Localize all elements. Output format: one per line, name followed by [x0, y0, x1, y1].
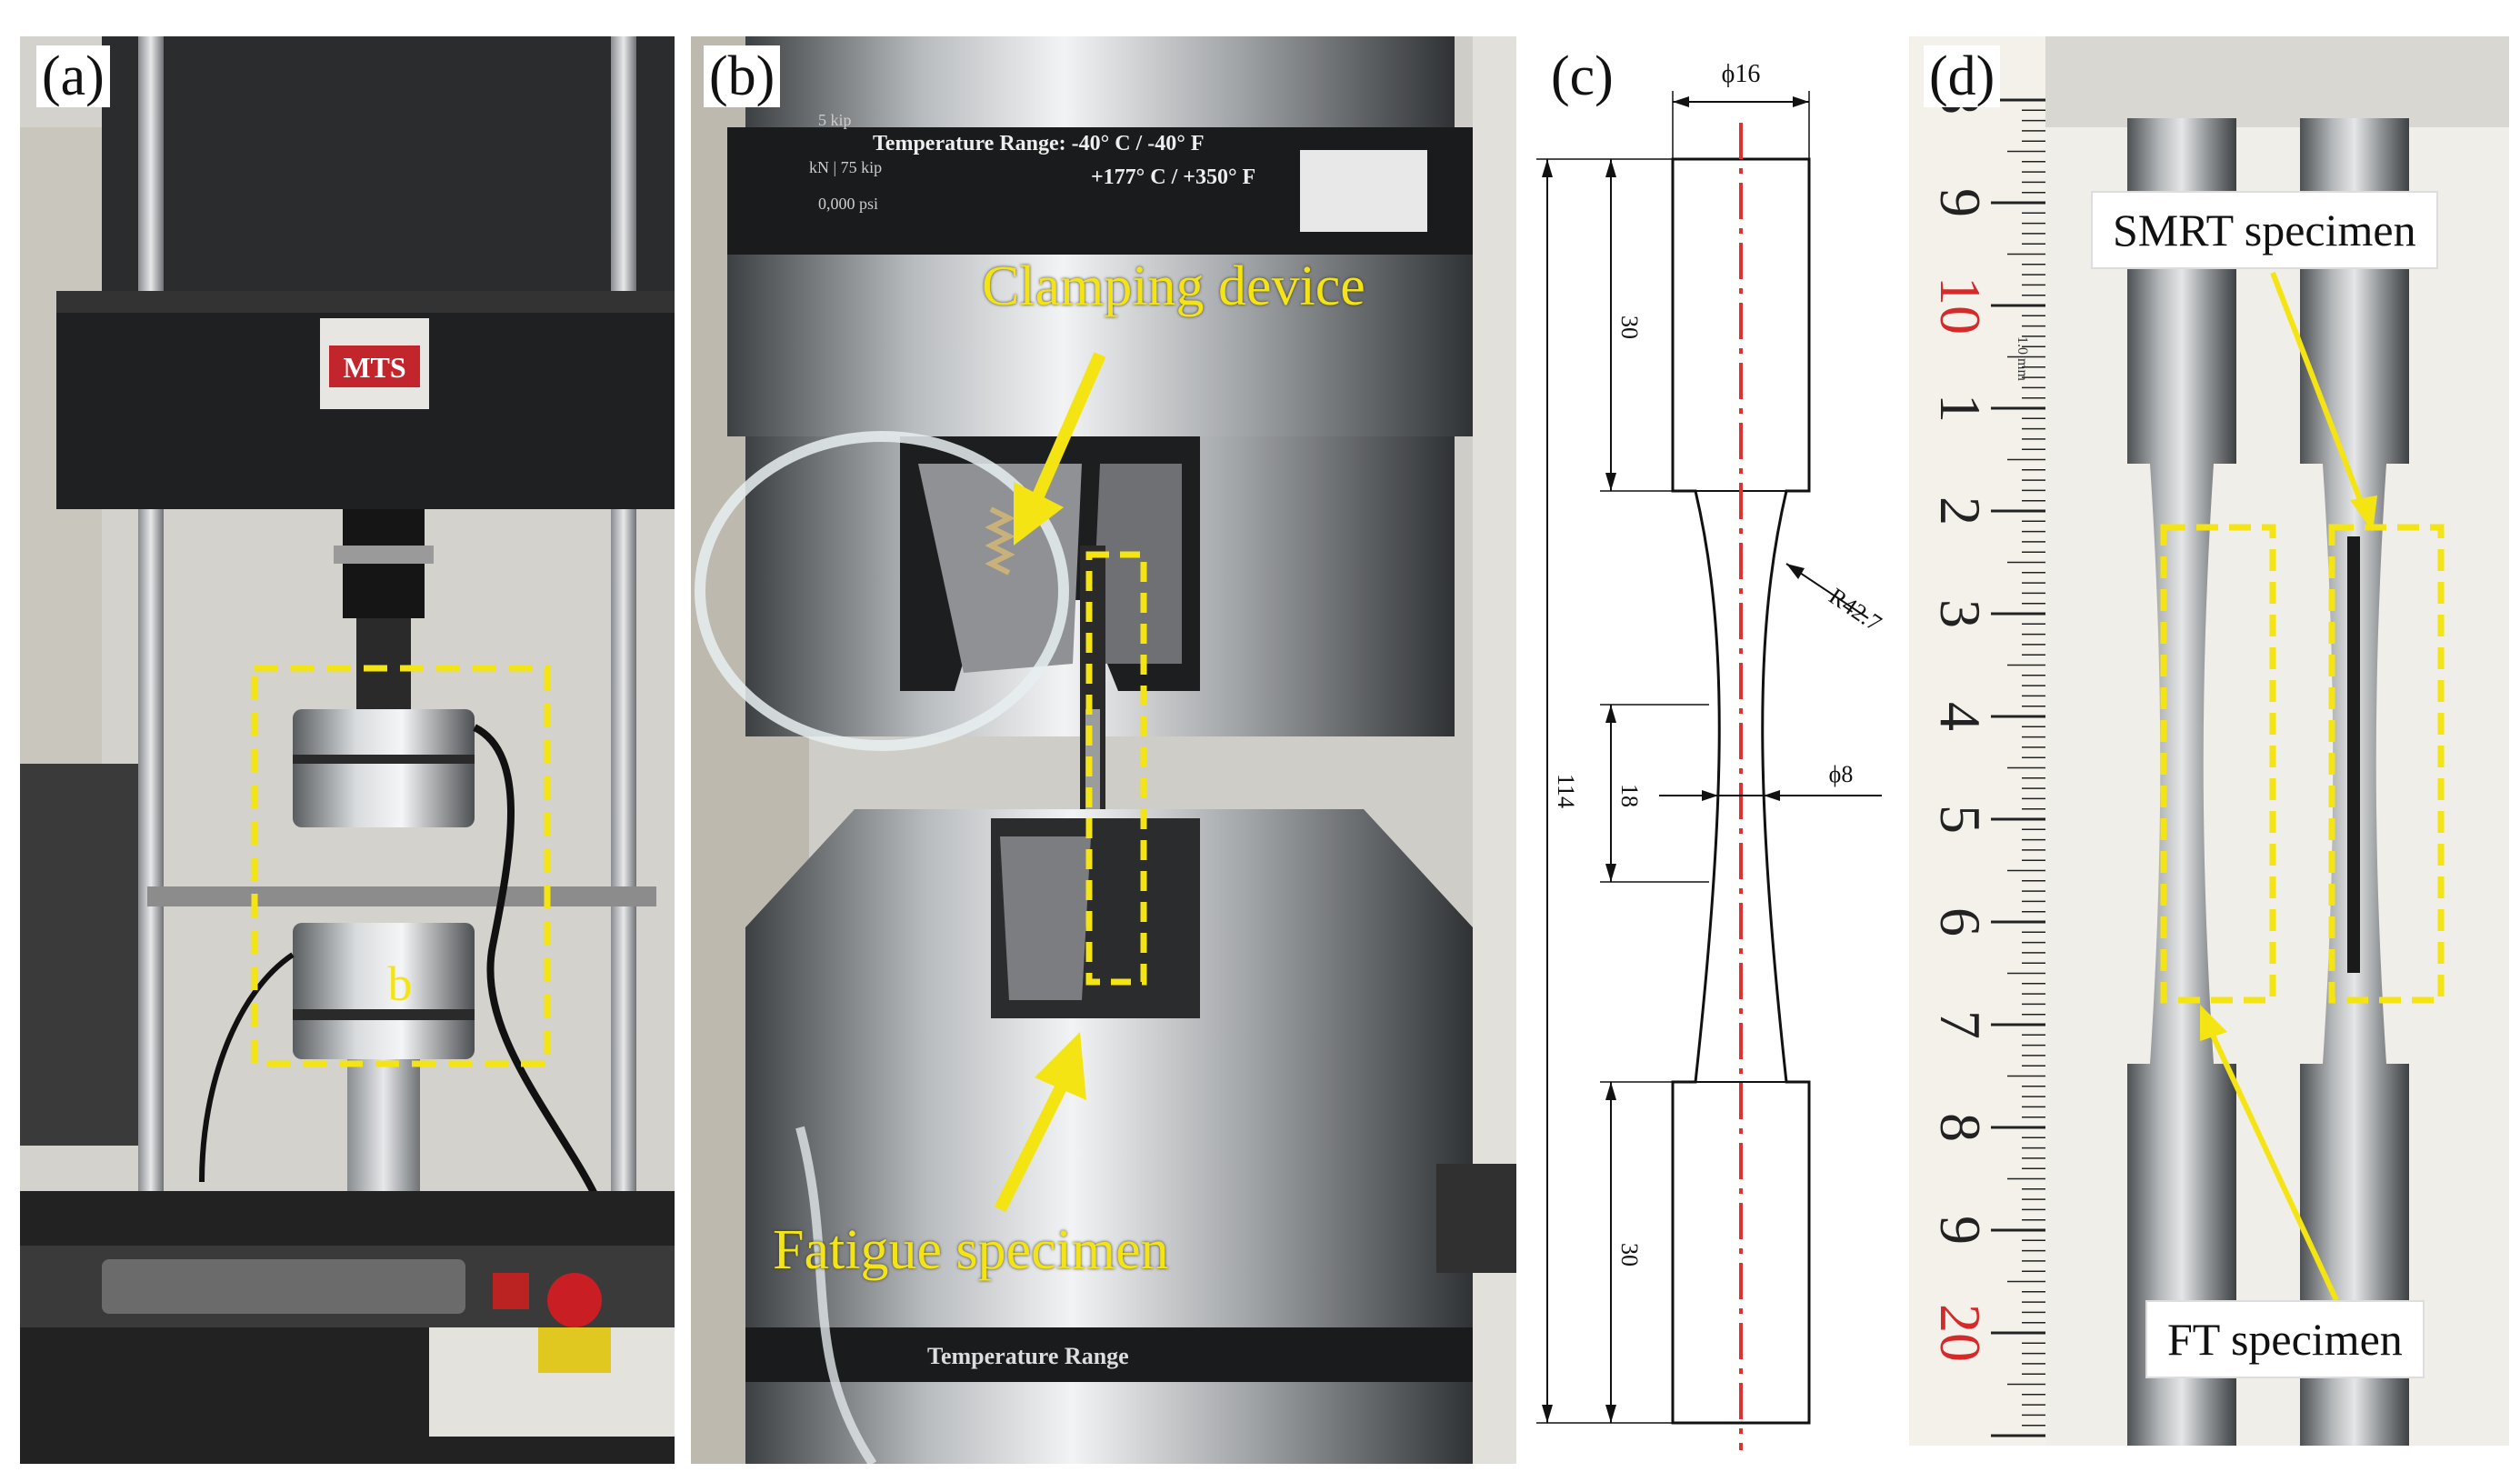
dim-grip-bottom: 30	[1616, 1243, 1643, 1267]
fatigue-specimen-label: Fatigue specimen	[773, 1219, 1169, 1281]
clamping-device-label: Clamping device	[982, 255, 1365, 317]
dim-top-diameter: ϕ16	[1722, 60, 1761, 88]
panel-d-label: (d)	[1924, 45, 2001, 108]
ruler-number: 2	[1928, 496, 1993, 526]
specimen-outline	[1671, 157, 1811, 1425]
dim-total-length: 114	[1553, 774, 1579, 808]
panel-c-drawing: ϕ16 114 30 18 ϕ8 R42.7 30	[1536, 60, 1886, 1450]
ruler-number: 9	[1928, 1216, 1993, 1245]
ft-specimen-label: FT specimen	[2145, 1300, 2425, 1378]
ruler-number: 4	[1928, 702, 1993, 731]
dim-neck-diameter: ϕ8	[1829, 761, 1854, 787]
ruler-number: 7	[1928, 1010, 1993, 1039]
ruler-number: 3	[1928, 599, 1993, 628]
ruler-number: 20	[1928, 1304, 1993, 1362]
panel-c-specimen-drawing: ϕ16 114 30 18 ϕ8 R42.7 30	[1527, 36, 1891, 1464]
panel-b-photo: Temperature Range: -40° C / -40° F +177°…	[691, 36, 1516, 1464]
mts-logo: MTS	[343, 351, 405, 384]
panel-d-photo: 8910123456789201.0 mm	[1909, 36, 2509, 1446]
ruler-scale: 8910123456789201.0 mm	[1928, 85, 2045, 1437]
ruler-number: 9	[1928, 188, 1993, 217]
placard-line-2: +177° C / +350° F	[1091, 165, 1255, 189]
ruler-unit: 1.0 mm	[2015, 336, 2030, 381]
panel-a-testing-machine: MTS b (a)	[20, 36, 675, 1464]
ruler-number: 5	[1928, 805, 1993, 834]
ruler-number: 8	[1928, 1113, 1993, 1142]
panel-b-clamping-closeup: Temperature Range: -40° C / -40° F +177°…	[691, 36, 1516, 1464]
callout-b-label: b	[388, 956, 413, 1011]
lower-band-text: Temperature Range	[927, 1343, 1129, 1369]
placard-side-2: kN | 75 kip	[809, 158, 882, 176]
placard-line-1: Temperature Range: -40° C / -40° F	[873, 132, 1204, 155]
placard-side-1: 5 kip	[818, 111, 852, 129]
ruler-number: 10	[1928, 276, 1993, 335]
dim-radius: R42.7	[1825, 583, 1886, 636]
ruler-number: 6	[1928, 907, 1993, 936]
panel-a-label: (a)	[36, 45, 110, 108]
panel-d-specimens-photo: 8910123456789201.0 mm SMRT specimen FT s…	[1909, 36, 2509, 1446]
dim-gauge-length: 18	[1616, 784, 1643, 807]
specimen-right	[2300, 118, 2409, 1446]
specimen-left	[2127, 118, 2236, 1446]
panel-c-label: (c)	[1545, 45, 1619, 108]
panel-a-photo: MTS b	[20, 36, 675, 1464]
panel-b-label: (b)	[704, 45, 781, 108]
placard-side-3: 0,000 psi	[818, 195, 878, 213]
ruler-number: 1	[1928, 394, 1993, 423]
dim-grip-top: 30	[1616, 315, 1643, 339]
smrt-specimen-label: SMRT specimen	[2091, 191, 2438, 269]
